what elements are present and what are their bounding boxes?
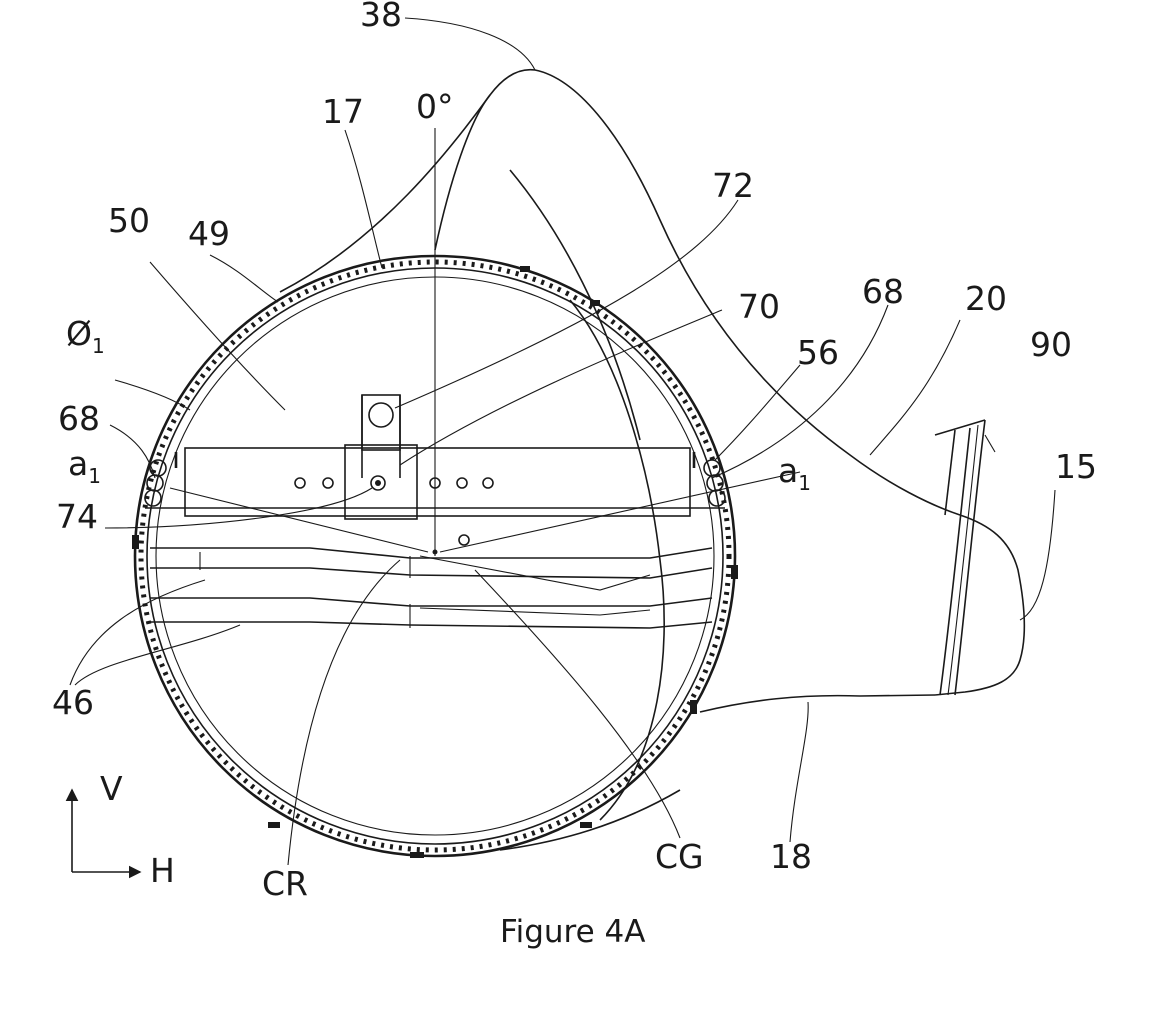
label-v: V xyxy=(100,769,123,808)
label-0-degree: 0° xyxy=(416,87,454,126)
blades xyxy=(150,548,712,628)
nacelle-outline xyxy=(280,70,1024,850)
label-diameter: Ø1 xyxy=(66,314,105,358)
label-50: 50 xyxy=(108,201,150,240)
label-46: 46 xyxy=(52,683,94,722)
label-a1-right: a1 xyxy=(778,451,811,495)
label-90: 90 xyxy=(1030,325,1072,364)
reference-labels: 38 17 0° 72 50 49 70 68 20 90 56 15 68 a… xyxy=(52,0,1097,903)
reference-lines xyxy=(170,128,800,556)
label-56: 56 xyxy=(797,333,839,372)
label-68-right: 68 xyxy=(862,272,904,311)
label-72: 72 xyxy=(712,166,754,205)
lifting-lug xyxy=(362,395,400,478)
label-38: 38 xyxy=(360,0,402,34)
label-20: 20 xyxy=(965,279,1007,318)
label-15: 15 xyxy=(1055,447,1097,486)
label-cr: CR xyxy=(262,864,308,903)
figure-caption: Figure 4A xyxy=(500,914,645,950)
label-a1-left: a1 xyxy=(68,444,101,488)
label-68-left: 68 xyxy=(58,399,100,438)
label-h: H xyxy=(150,851,175,890)
label-cg: CG xyxy=(655,837,704,876)
leader-lines xyxy=(70,18,1055,865)
label-18: 18 xyxy=(770,837,812,876)
label-49: 49 xyxy=(188,214,230,253)
label-70: 70 xyxy=(738,287,780,326)
label-74: 74 xyxy=(56,497,98,536)
label-17: 17 xyxy=(322,92,364,131)
